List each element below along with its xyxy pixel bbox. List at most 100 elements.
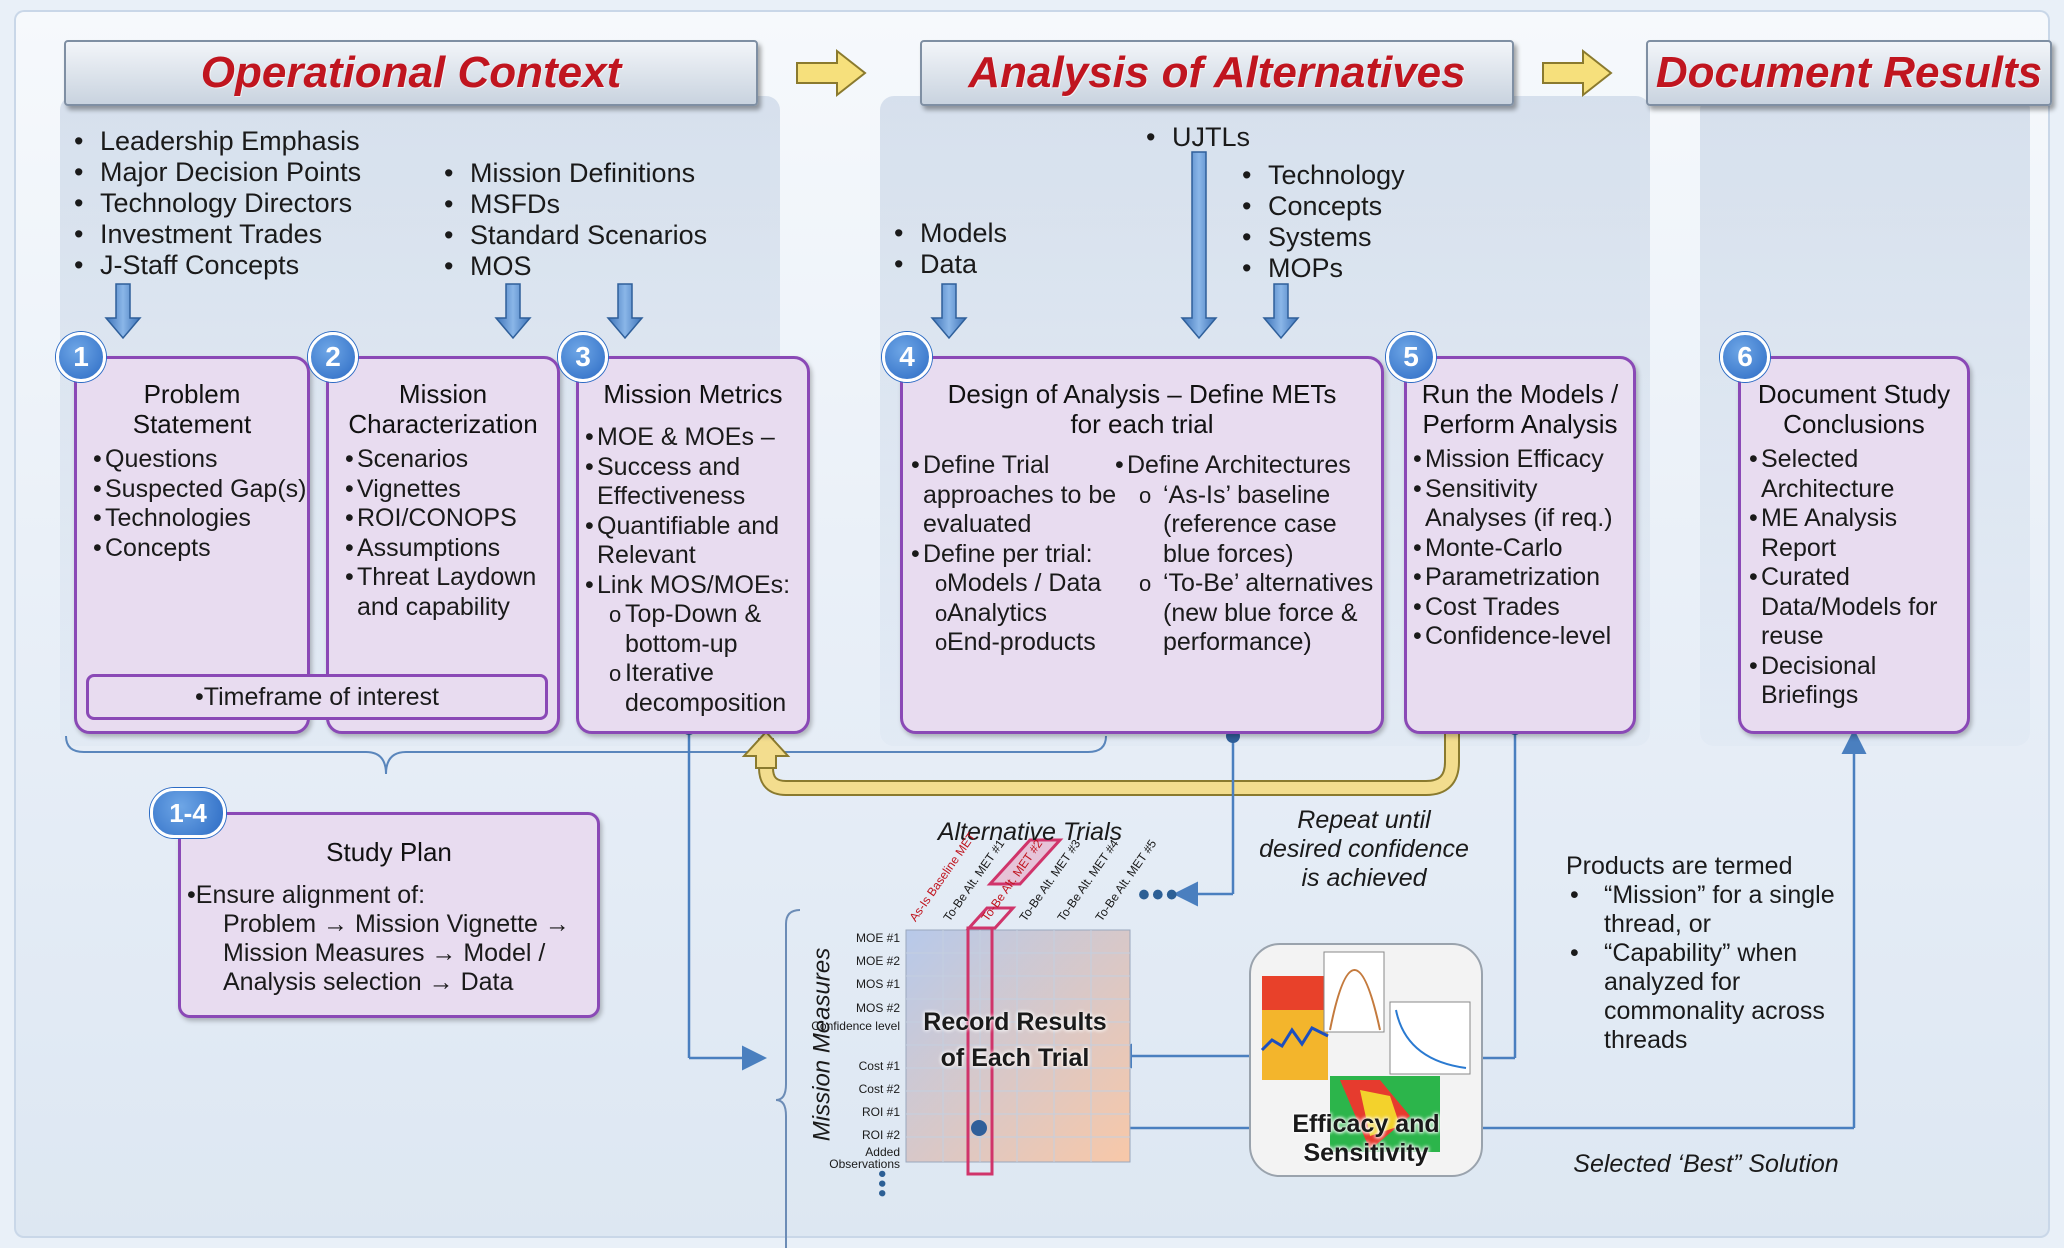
- step-problem-statement: Problem Statement Questions Suspected Ga…: [74, 356, 310, 734]
- brace: [65, 735, 1107, 775]
- study-plan-number: 1-4: [150, 788, 226, 838]
- step-subitem: ‘As-Is’ baseline (reference case blue fo…: [1117, 481, 1387, 570]
- input-item: UJTLs: [1142, 122, 1250, 153]
- step-item: Assumptions: [345, 534, 557, 564]
- step-subitem: Analytics: [913, 599, 1123, 629]
- step-item: Selected Architecture: [1749, 445, 1967, 504]
- study-plan-lines: •Ensure alignment of: Problem → Mission …: [187, 881, 597, 997]
- step-title: Design of Analysis – Define METs for eac…: [947, 379, 1337, 439]
- step-title: Document Study Conclusions: [1757, 379, 1951, 439]
- repeat-note: Repeat until desired confidence is achie…: [1259, 806, 1469, 892]
- inputs-ujtls: UJTLs: [1142, 122, 1250, 153]
- study-plan-line: Analysis selection → Data: [223, 968, 514, 996]
- step-item: Questions: [93, 445, 307, 475]
- step-title: Mission Metrics: [603, 379, 783, 409]
- measure-row: ROI #1: [861, 1105, 900, 1119]
- step-number-2: 2: [308, 332, 358, 382]
- inputs-leadership: Leadership Emphasis Major Decision Point…: [70, 126, 361, 281]
- step-number-1: 1: [56, 332, 106, 382]
- record-results-label: Record Results of Each Trial: [923, 1008, 1107, 1072]
- mission-measures-label: Mission Measures: [808, 947, 836, 1142]
- step-title: Run the Models / Perform Analysis: [1421, 379, 1619, 439]
- step-subitem: End-products: [913, 628, 1123, 658]
- measure-row: Cost #1: [858, 1059, 900, 1073]
- step-item: Sensitivity Analyses (if req.): [1413, 475, 1633, 534]
- step-item: Define Architectures: [1115, 451, 1387, 481]
- repeat-loop: [758, 732, 1460, 796]
- measure-row: MOS #2: [855, 1001, 900, 1015]
- inputs-mission: Mission Definitions MSFDs Standard Scena…: [440, 158, 707, 282]
- step-item: Scenarios: [345, 445, 557, 475]
- products-item: “Mission” for a single thread, or: [1566, 881, 1866, 939]
- alt-trials-label: Alternative Trials: [937, 818, 1123, 846]
- products-item: “Capability” when analyzed for commonali…: [1566, 939, 1866, 1055]
- selected-best-label: Selected ‘Best” Solution: [1573, 1150, 1839, 1178]
- more-measures-ellipsis: •••: [870, 1170, 895, 1200]
- input-item: Systems: [1238, 222, 1405, 253]
- input-item: MSFDs: [440, 189, 707, 220]
- step-item: Parametrization: [1413, 563, 1633, 593]
- step-mission-metrics: Mission Metrics MOE & MOEs – Success and…: [576, 356, 810, 734]
- step-number-3: 3: [558, 332, 608, 382]
- input-item: Data: [890, 249, 1007, 280]
- step-item: Vignettes: [345, 475, 557, 505]
- timeframe-bar: •Timeframe of interest: [86, 674, 548, 720]
- step-item: ROI/CONOPS: [345, 504, 557, 534]
- phase-operational-context: Operational Context: [64, 40, 758, 106]
- input-item: Major Decision Points: [70, 157, 361, 188]
- input-item: Mission Definitions: [440, 158, 707, 189]
- inputs-technology: Technology Concepts Systems MOPs: [1238, 160, 1405, 284]
- step-item: Suspected Gap(s): [93, 475, 307, 505]
- inputs-models: Models Data: [890, 218, 1007, 280]
- phase-analysis-of-alternatives: Analysis of Alternatives: [920, 40, 1514, 106]
- study-plan-line: Ensure alignment of:: [195, 881, 426, 909]
- phase-document-results: Document Results: [1646, 40, 2052, 106]
- step-document-conclusions: Document Study Conclusions Selected Arch…: [1738, 356, 1970, 734]
- input-item: Leadership Emphasis: [70, 126, 361, 157]
- study-plan-box: Study Plan •Ensure alignment of: Problem…: [178, 812, 600, 1018]
- step-item: Decisional Briefings: [1749, 652, 1967, 711]
- step-item: Threat Laydown and capability: [345, 563, 557, 622]
- step-item: Concepts: [93, 534, 307, 564]
- timeframe-label: Timeframe of interest: [203, 683, 440, 711]
- step-item: Quantifiable and Relevant: [585, 512, 807, 571]
- input-item: Standard Scenarios: [440, 220, 707, 251]
- step-subitem: Iterative decomposition: [587, 659, 807, 718]
- step-item: Technologies: [93, 504, 307, 534]
- step-subitem: ‘To-Be’ alternatives (new blue force & p…: [1117, 569, 1387, 658]
- step-title: Problem Statement: [132, 379, 252, 439]
- input-item: J-Staff Concepts: [70, 250, 361, 281]
- step-item: Confidence-level: [1413, 622, 1633, 652]
- step-number-5: 5: [1386, 332, 1436, 382]
- step-title: Mission Characterization: [348, 379, 538, 439]
- step-item: Success and Effectiveness: [585, 453, 807, 512]
- measure-row: Added Observations: [829, 1145, 900, 1171]
- efficacy-label: Efficacy and Sensitivity: [1292, 1110, 1440, 1167]
- step-subitem: Top-Down & bottom-up: [587, 600, 807, 659]
- step-number-6: 6: [1720, 332, 1770, 382]
- step-item: MOE & MOEs –: [585, 423, 807, 453]
- measure-row: MOE #1: [855, 931, 900, 945]
- products-note: Products are termed “Mission” for a sing…: [1566, 852, 1866, 1055]
- input-item: MOS: [440, 251, 707, 282]
- step-run-models: Run the Models / Perform Analysis Missio…: [1404, 356, 1636, 734]
- more-trials-ellipsis: •••: [1138, 876, 1180, 914]
- step-item: Cost Trades: [1413, 593, 1633, 623]
- step-mission-characterization: Mission Characterization Scenarios Vigne…: [326, 356, 560, 734]
- measure-row: MOE #2: [855, 954, 900, 968]
- step-design-of-analysis: Design of Analysis – Define METs for eac…: [900, 356, 1384, 734]
- step-item: Link MOS/MOEs:: [585, 571, 807, 601]
- study-plan-line: Problem → Mission Vignette →: [223, 910, 570, 938]
- input-item: Models: [890, 218, 1007, 249]
- input-item: Technology Directors: [70, 188, 361, 219]
- step-item: Define per trial:: [911, 540, 1123, 570]
- step-item: Mission Efficacy: [1413, 445, 1633, 475]
- step-item: Curated Data/Models for reuse: [1749, 563, 1967, 652]
- step-item: ME Analysis Report: [1749, 504, 1967, 563]
- input-item: Technology: [1238, 160, 1405, 191]
- study-plan-line: Mission Measures → Model /: [223, 939, 546, 967]
- measure-row: MOS #1: [855, 977, 900, 991]
- input-item: Investment Trades: [70, 219, 361, 250]
- input-item: MOPs: [1238, 253, 1405, 284]
